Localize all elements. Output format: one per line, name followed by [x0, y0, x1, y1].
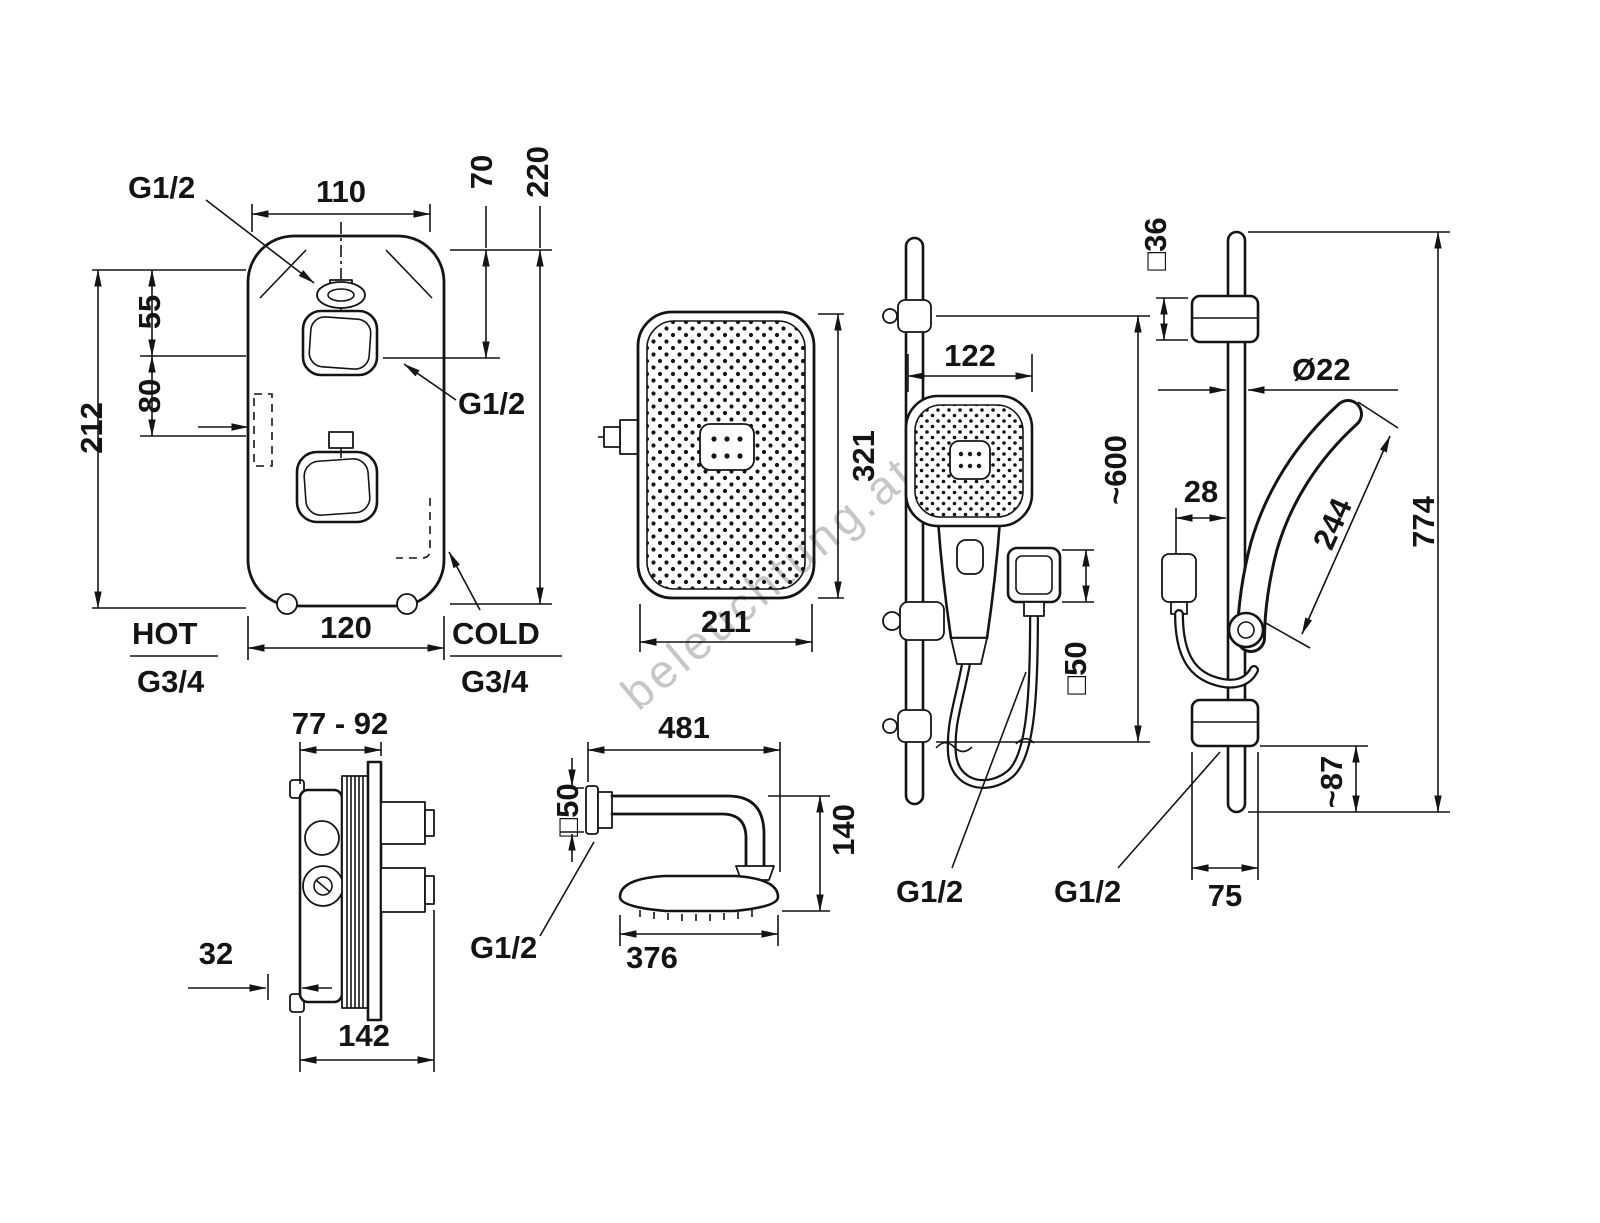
handshower-rail-front-view: 122 ~600 □50 G1/2	[882, 236, 1150, 909]
rail-side-view: □36 Ø22 28 244 774 ~87 75 G1/2	[1054, 217, 1450, 913]
g12-right-label: G1/2	[458, 386, 525, 421]
dim-481-label: 481	[658, 710, 710, 745]
g12-top-label: G1/2	[128, 170, 195, 205]
valve-front-view: 110 G1/2 70 220 55 80 212 G1/2 HOT G3/4 …	[74, 146, 562, 699]
dim-87-label: ~87	[1314, 756, 1349, 809]
lower-knob	[295, 450, 379, 524]
dim-140-label: 140	[826, 804, 861, 856]
dim-dia22-label: Ø22	[1292, 352, 1351, 387]
showerhead-front-view: 321 211	[598, 310, 881, 652]
upper-wall-bracket	[1190, 294, 1260, 344]
dim-75-label: 75	[1208, 878, 1242, 913]
holder-knob	[1227, 611, 1265, 649]
dim-55-label: 55	[132, 295, 167, 329]
valve-foot	[396, 593, 418, 615]
wall-flange	[585, 785, 599, 835]
g12-arm-label: G1/2	[470, 930, 537, 965]
cold-thread-label: G3/4	[461, 664, 529, 699]
dim-depth-label: 77 - 92	[292, 706, 389, 741]
dim-600-label: ~600	[1098, 435, 1133, 505]
dim-80-label: 80	[132, 379, 167, 413]
hot-thread-label: G3/4	[137, 664, 205, 699]
dim-110-label: 110	[316, 174, 366, 209]
dim-212-label: 212	[74, 402, 109, 454]
dim-32-label: 32	[199, 936, 233, 971]
handshower-holder	[899, 601, 945, 641]
lower-wall-bracket	[1190, 698, 1260, 748]
arm-shower-side-view: 481 □50 140 376 G1/2	[470, 710, 861, 975]
cold-label: COLD	[452, 616, 540, 651]
mounting-flange	[366, 760, 383, 1022]
dim-774-label: 774	[1406, 495, 1441, 547]
dim-arm-sq50-label: □50	[550, 783, 585, 836]
upper-slider	[897, 299, 932, 333]
dim-211-label: 211	[701, 604, 751, 639]
g12-rail-side-label: G1/2	[1054, 874, 1121, 909]
dim-244-label: 244	[1306, 492, 1359, 554]
dim-122-label: 122	[944, 338, 996, 373]
overhead-head-side	[618, 874, 780, 913]
dim-376-label: 376	[626, 940, 678, 975]
g12-rail-front-label: G1/2	[896, 874, 963, 909]
spray-selector-plate	[699, 423, 755, 471]
upper-knob	[301, 309, 379, 377]
dim-220-label: 220	[520, 146, 555, 198]
dim-120-label: 120	[320, 610, 372, 645]
dim-sq36-label: □36	[1138, 217, 1173, 270]
dim-321-label: 321	[846, 430, 881, 482]
dim-142-label: 142	[338, 1018, 390, 1053]
valve-foot	[276, 593, 298, 615]
top-outlet-port	[316, 281, 366, 309]
valve-side-view: 77 - 92 32 142	[188, 706, 435, 1072]
slide-rail-side	[1226, 230, 1247, 814]
lower-slider	[897, 709, 932, 743]
dim-70-label: 70	[464, 155, 499, 189]
supply-elbow-side	[1161, 553, 1197, 603]
dim-28-label: 28	[1184, 474, 1218, 509]
hot-label: HOT	[132, 616, 198, 651]
dim-sq50-label: □50	[1058, 641, 1093, 694]
handshower-button	[956, 539, 984, 575]
handshower-handle	[936, 518, 1002, 640]
